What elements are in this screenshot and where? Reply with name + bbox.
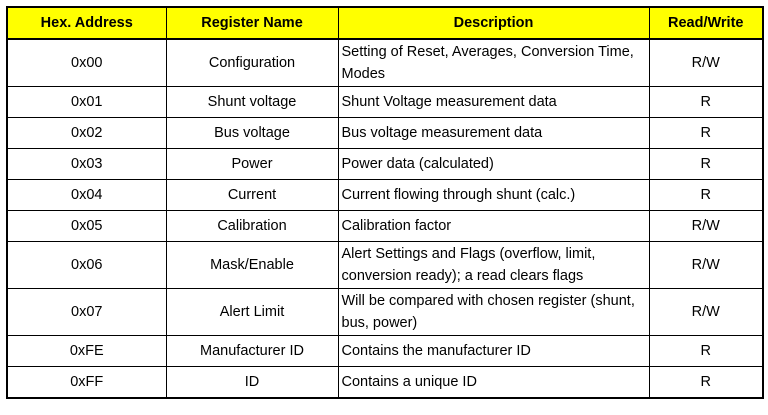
cell-address: 0x03: [6, 148, 167, 180]
cell-description: Power data (calculated): [337, 148, 650, 180]
table-row: 0x02 Bus voltage Bus voltage measurement…: [6, 117, 764, 149]
table-row: 0x07 Alert Limit Will be compared with c…: [6, 288, 764, 336]
cell-read-write: R: [648, 86, 764, 118]
cell-description: Calibration factor: [337, 210, 650, 242]
cell-description: Will be compared with chosen register (s…: [337, 288, 650, 336]
table-row: 0x05 Calibration Calibration factor R/W: [6, 210, 764, 242]
cell-description: Current flowing through shunt (calc.): [337, 179, 650, 211]
cell-address: 0x06: [6, 241, 167, 289]
cell-register-name: Shunt voltage: [165, 86, 339, 118]
cell-read-write: R: [648, 366, 764, 399]
cell-address: 0xFF: [6, 366, 167, 399]
cell-register-name: ID: [165, 366, 339, 399]
cell-read-write: R/W: [648, 288, 764, 336]
cell-address: 0x00: [6, 38, 167, 87]
cell-address: 0x02: [6, 117, 167, 149]
table-row: 0x01 Shunt voltage Shunt Voltage measure…: [6, 86, 764, 118]
table-header: Hex. Address Register Name Description R…: [6, 6, 764, 40]
table-row: 0x00 Configuration Setting of Reset, Ave…: [6, 38, 764, 87]
cell-read-write: R: [648, 335, 764, 367]
cell-register-name: Configuration: [165, 38, 339, 87]
cell-description: Alert Settings and Flags (overflow, limi…: [337, 241, 650, 289]
cell-register-name: Bus voltage: [165, 117, 339, 149]
table-row: 0x06 Mask/Enable Alert Settings and Flag…: [6, 241, 764, 289]
cell-description: Contains the manufacturer ID: [337, 335, 650, 367]
table-body: 0x00 Configuration Setting of Reset, Ave…: [6, 38, 764, 399]
cell-read-write: R: [648, 148, 764, 180]
table-row: 0x03 Power Power data (calculated) R: [6, 148, 764, 180]
cell-read-write: R/W: [648, 210, 764, 242]
header-read-write: Read/Write: [648, 6, 764, 40]
cell-address: 0xFE: [6, 335, 167, 367]
cell-register-name: Manufacturer ID: [165, 335, 339, 367]
cell-read-write: R/W: [648, 241, 764, 289]
header-description: Description: [337, 6, 650, 40]
table-row: 0xFF ID Contains a unique ID R: [6, 366, 764, 399]
cell-read-write: R/W: [648, 38, 764, 87]
table-row: 0xFE Manufacturer ID Contains the manufa…: [6, 335, 764, 367]
cell-address: 0x07: [6, 288, 167, 336]
cell-description: Bus voltage measurement data: [337, 117, 650, 149]
cell-description: Setting of Reset, Averages, Conversion T…: [337, 38, 650, 87]
cell-address: 0x05: [6, 210, 167, 242]
table-row: 0x04 Current Current flowing through shu…: [6, 179, 764, 211]
cell-description: Shunt Voltage measurement data: [337, 86, 650, 118]
cell-read-write: R: [648, 117, 764, 149]
cell-register-name: Mask/Enable: [165, 241, 339, 289]
cell-register-name: Calibration: [165, 210, 339, 242]
header-row: Hex. Address Register Name Description R…: [6, 6, 764, 40]
cell-address: 0x04: [6, 179, 167, 211]
cell-register-name: Current: [165, 179, 339, 211]
register-table: Hex. Address Register Name Description R…: [6, 6, 764, 399]
cell-register-name: Power: [165, 148, 339, 180]
cell-address: 0x01: [6, 86, 167, 118]
header-hex-address: Hex. Address: [6, 6, 167, 40]
cell-description: Contains a unique ID: [337, 366, 650, 399]
header-register-name: Register Name: [165, 6, 339, 40]
cell-register-name: Alert Limit: [165, 288, 339, 336]
cell-read-write: R: [648, 179, 764, 211]
